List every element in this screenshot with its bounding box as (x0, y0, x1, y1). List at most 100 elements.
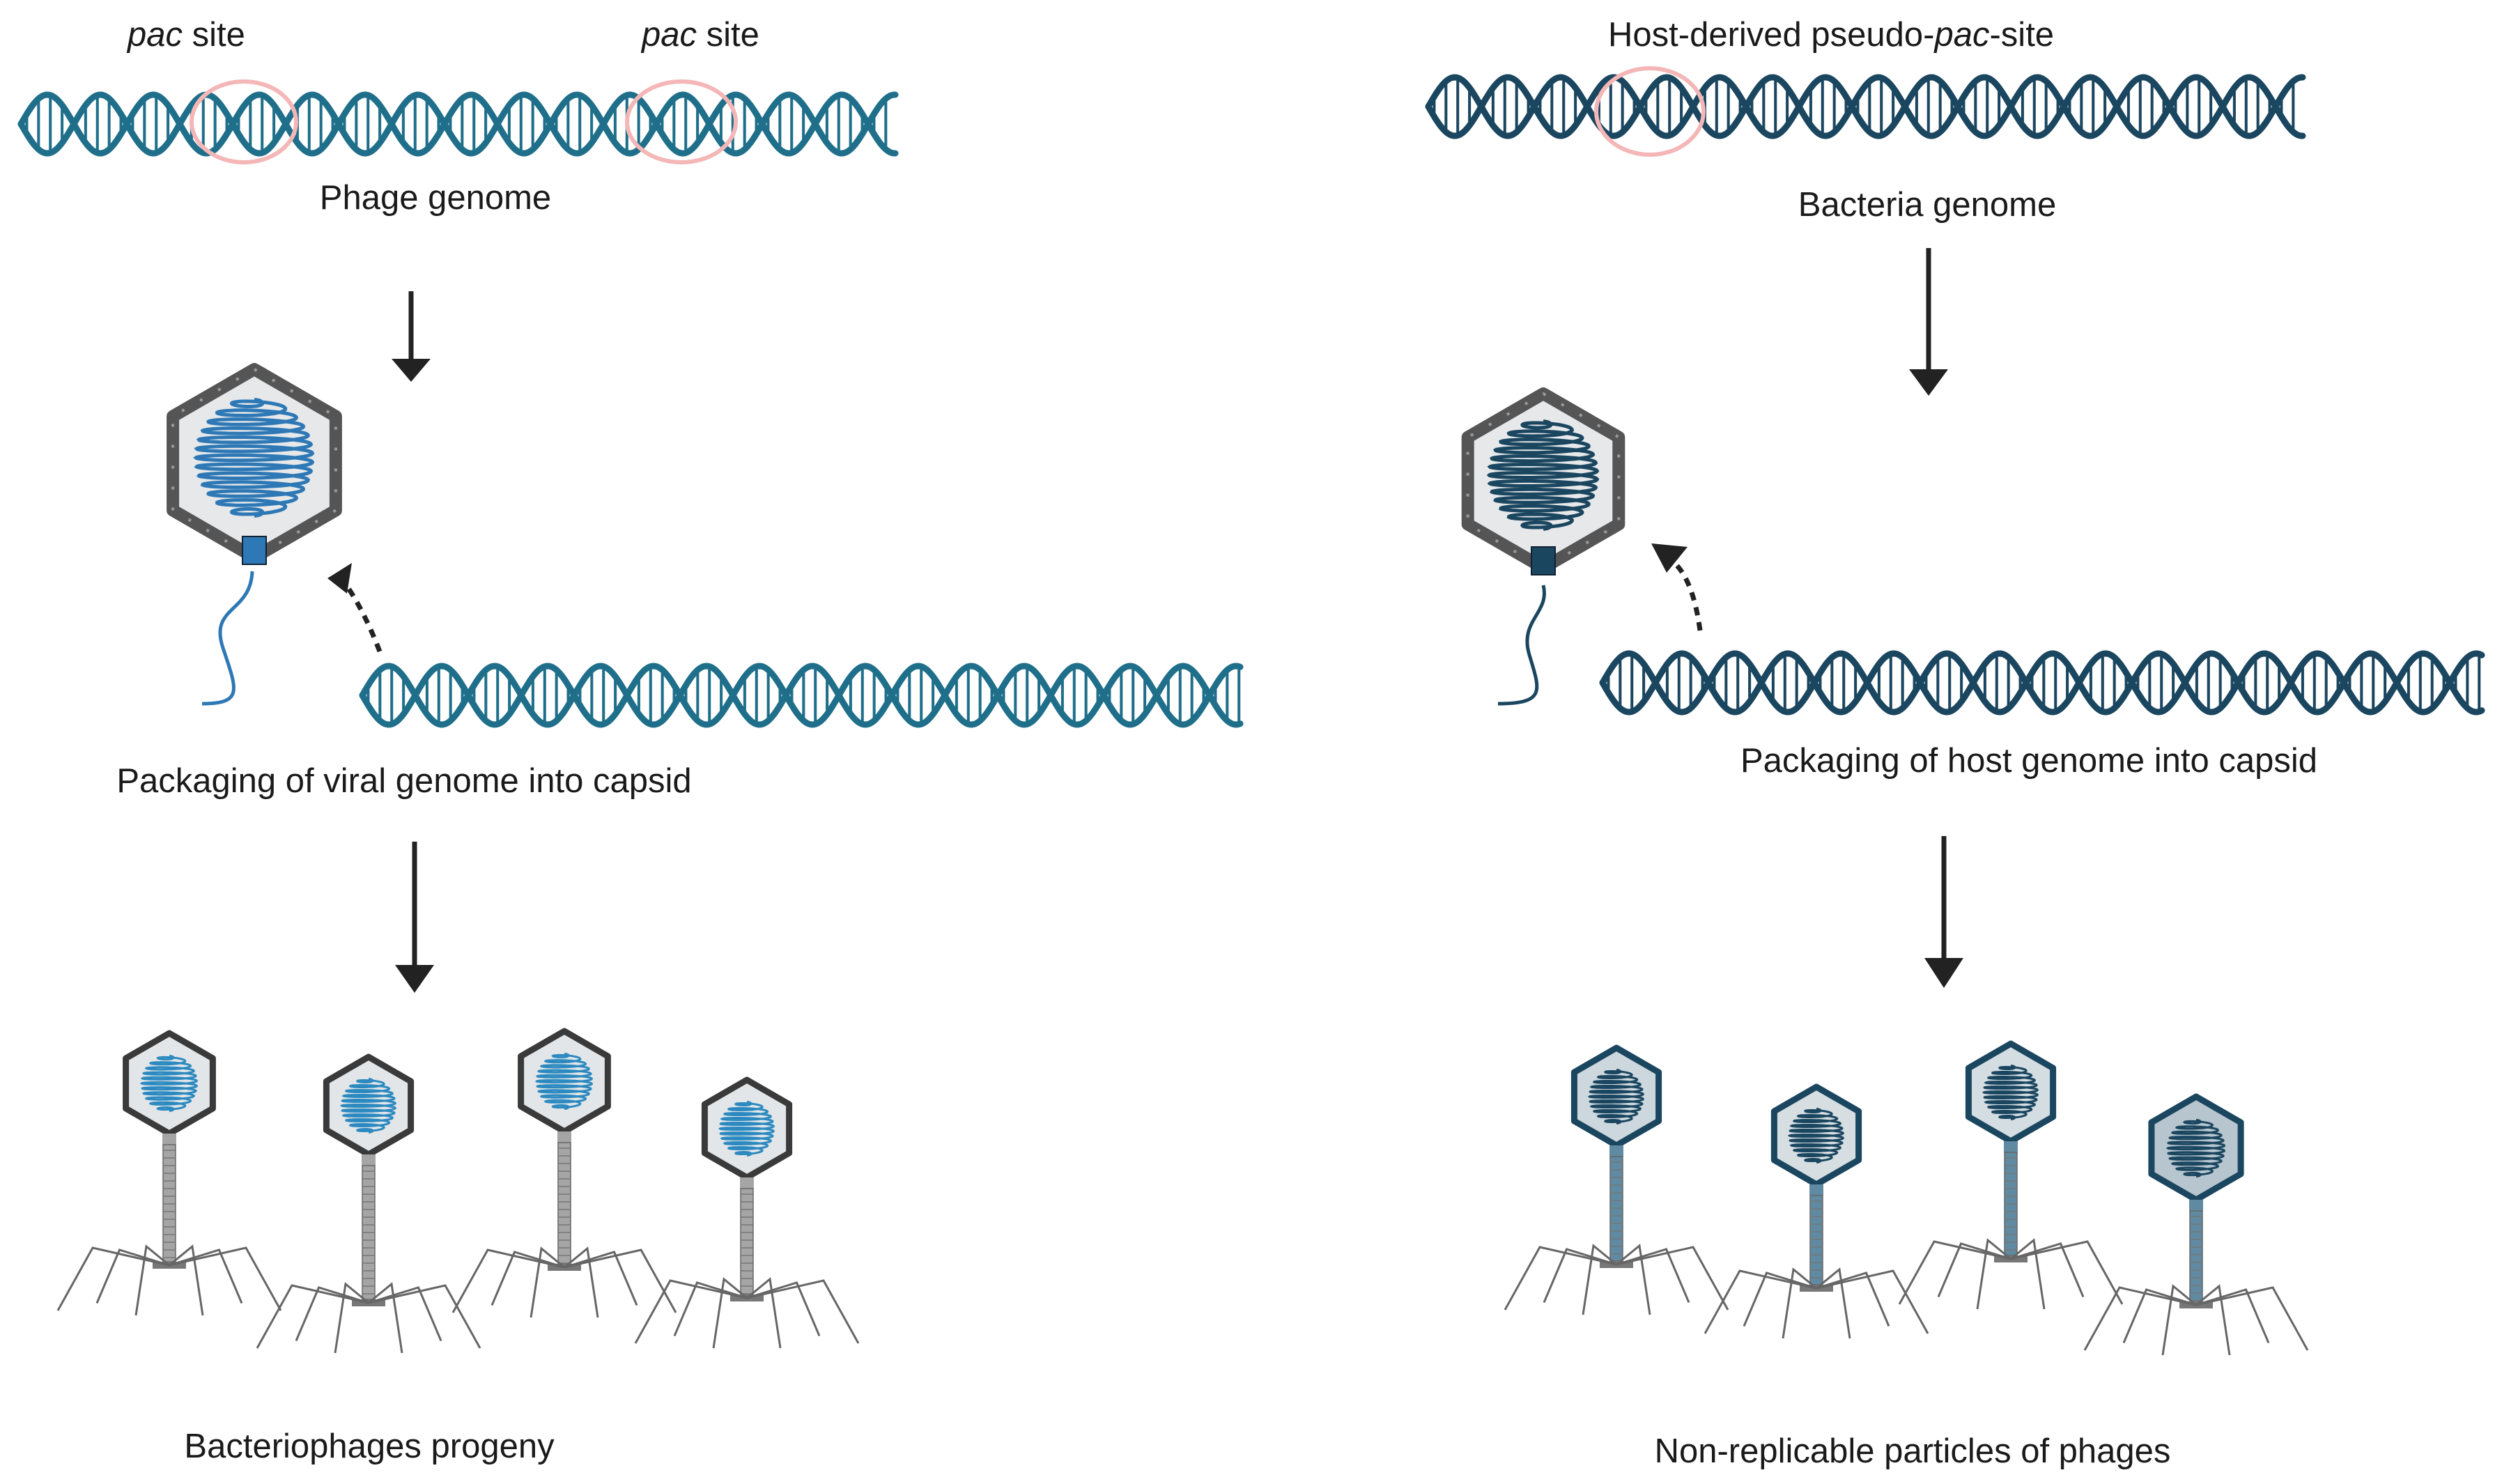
tail-fiber (1616, 1244, 1651, 1315)
free-phage-dna-helix (359, 663, 1244, 728)
arrowhead-4 (1924, 958, 1963, 988)
coiled-dna (339, 1078, 396, 1134)
tail-fiber (451, 1249, 565, 1313)
bacteria-genome-label: Bacteria genome (1798, 186, 2056, 224)
tail-fiber (1543, 1248, 1617, 1304)
coiled-dna (718, 1101, 775, 1157)
arrowhead-2 (395, 965, 434, 993)
dna-strand (17, 91, 899, 157)
pac-site-label-1: pac site (126, 16, 245, 54)
dna-strand (1599, 650, 2485, 716)
left-panel: pac site pac site Phage genome Packaging… (17, 16, 1244, 1465)
tail-fiber (169, 1246, 282, 1311)
tail-fiber (712, 1277, 748, 1349)
coiled-dna (139, 1054, 199, 1113)
bacteriophage-icon (56, 1030, 282, 1316)
bacteriophage-icon (2083, 1093, 2309, 1356)
bacteriophage-icon (634, 1076, 860, 1349)
tail-fiber (2195, 1288, 2270, 1344)
bacteria-genome-dna-helix (1425, 74, 2306, 139)
packaging-viral-label: Packaging of viral genome into capsid (116, 762, 691, 800)
phage-tail (162, 1144, 176, 1262)
tail-fiber (1704, 1269, 1817, 1334)
tail-fiber (1616, 1248, 1690, 1304)
phage-genome-dna-helix (17, 91, 899, 157)
capsid-with-host-genome (1461, 387, 1625, 706)
tail-fiber (256, 1284, 369, 1349)
tail-fiber (368, 1282, 403, 1354)
tail-fiber (334, 1282, 369, 1354)
tail-fiber (1504, 1246, 1617, 1311)
tail-fiber (169, 1244, 204, 1316)
tail-fiber (564, 1249, 677, 1313)
pac-site-label-2: pac site (640, 16, 759, 54)
tail-fiber (1816, 1267, 1851, 1339)
packaging-host-label: Packaging of host genome into capsid (1740, 742, 2317, 780)
coiled-dna (1787, 1108, 1844, 1164)
tail-fiber (1898, 1240, 2011, 1305)
tail-fiber (56, 1246, 170, 1311)
coiled-dna (1486, 419, 1600, 531)
tail-fiber (1816, 1272, 1890, 1327)
non-replicable-phage-group (1504, 1040, 2309, 1356)
dna-strand (17, 91, 899, 157)
tail-fiber (1616, 1246, 1729, 1311)
coiled-dna (1587, 1069, 1644, 1124)
tail-fiber (1743, 1272, 1817, 1327)
dotted-arrowhead-right (1651, 543, 1688, 573)
tail-fiber (564, 1246, 599, 1318)
arrowhead-3 (1909, 369, 1948, 396)
free-host-dna-helix (1599, 650, 2485, 716)
tail-fiber (169, 1249, 243, 1304)
pseudo-pac-site-circle (1594, 66, 1706, 157)
phage-collar (740, 1177, 754, 1189)
capsid-with-viral-genome (167, 363, 342, 706)
phage-collar (162, 1134, 176, 1145)
bacteriophage-icon (1898, 1040, 2124, 1310)
tail-fiber (530, 1246, 565, 1318)
portal-motor (242, 536, 267, 565)
pac-site-circle-1 (190, 79, 298, 164)
tail-fiber (1937, 1242, 2011, 1298)
tail-fiber (2122, 1288, 2197, 1344)
tail-fiber (2195, 1286, 2309, 1351)
tail-fiber (2010, 1240, 2124, 1305)
coiled-dna (534, 1052, 594, 1111)
tail-fiber (634, 1279, 748, 1344)
tail-fiber (2010, 1238, 2046, 1310)
bacteriophage-icon (1704, 1083, 1929, 1339)
tail-fiber (95, 1249, 170, 1304)
coiled-dna (193, 397, 315, 518)
entering-dna-strand (1497, 585, 1546, 706)
tail-fiber (564, 1251, 638, 1306)
tail-fiber (134, 1244, 170, 1316)
phage-tail (557, 1142, 571, 1265)
pac-site-circle-2 (625, 79, 738, 164)
dna-strand (359, 663, 1244, 728)
tail-fiber (746, 1277, 782, 1349)
bacteriophage-icon (1504, 1044, 1729, 1315)
dna-strand (359, 663, 1244, 728)
tail-fiber (1976, 1238, 2011, 1310)
dna-strand (1425, 74, 2306, 139)
tail-fiber (1782, 1267, 1817, 1339)
coiled-dna (2165, 1118, 2226, 1178)
non-replicable-label: Non-replicable particles of phages (1655, 1432, 2171, 1470)
coiled-dna (1982, 1065, 2039, 1120)
tail-fiber (2195, 1284, 2231, 1356)
tail-fiber (368, 1286, 442, 1342)
pseudo-pac-site-label: Host-derived pseudo-pac-site (1608, 16, 2054, 54)
tail-fiber (2161, 1284, 2197, 1356)
tail-fiber (746, 1279, 860, 1344)
tail-fiber (491, 1251, 565, 1306)
tail-fiber (673, 1281, 748, 1337)
dotted-arrowhead-left (327, 563, 352, 594)
portal-motor (1531, 546, 1556, 575)
phage-genome-label: Phage genome (320, 179, 551, 217)
bacteriophage-icon (451, 1028, 677, 1318)
entering-dna-strand (201, 571, 254, 706)
tail-fiber (1816, 1269, 1929, 1334)
bacteriophage-icon (256, 1053, 481, 1354)
progeny-label: Bacteriophages progeny (184, 1428, 555, 1465)
phage-collar (1809, 1184, 1823, 1196)
